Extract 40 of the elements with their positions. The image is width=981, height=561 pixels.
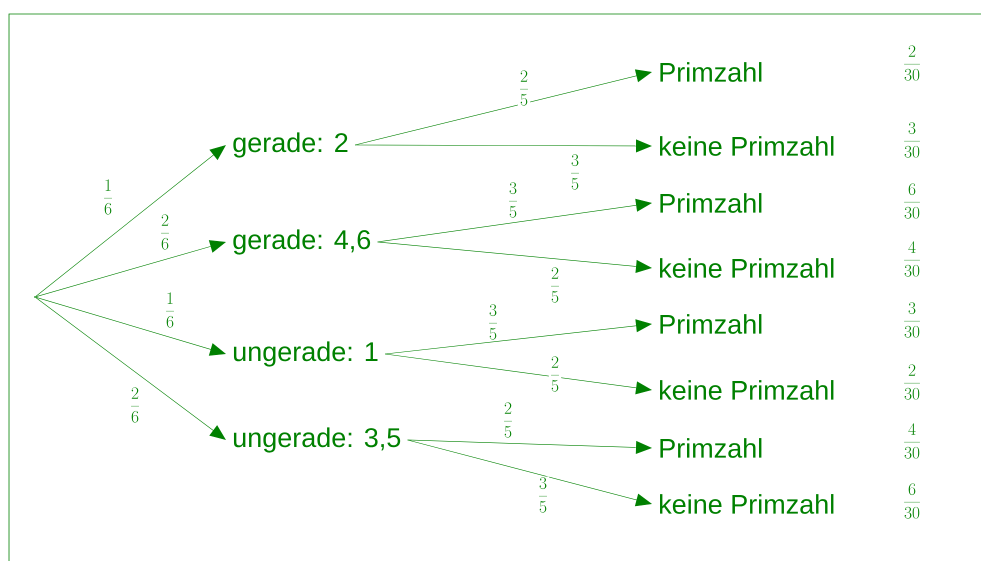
- outcome-label: gerade: 4,6: [233, 229, 370, 255]
- edge-label: $\frac{2}{5}$: [548, 266, 562, 304]
- edge-label: $\frac{2}{5}$: [548, 356, 562, 392]
- arrow: [354, 69, 652, 146]
- outcome-label: keine Primzahl: [660, 380, 834, 400]
- outcome-label: keine Primzahl: [660, 258, 834, 278]
- edge-label: $\frac{2}{5}$: [518, 70, 530, 106]
- arrow: [377, 198, 652, 242]
- probability-fraction: $\frac{2}{30}$: [904, 45, 920, 81]
- outcome-label: gerade: 2: [233, 132, 348, 158]
- outcome-label: ungerade: 3,5: [234, 427, 400, 453]
- edge-label: $\frac{3}{5}$: [486, 304, 500, 340]
- edge-label: $\frac{3}{5}$: [536, 476, 550, 514]
- probability-fraction: $\frac{4}{30}$: [904, 423, 920, 459]
- probability-fraction: $\frac{4}{30}$: [904, 241, 920, 277]
- outcome-label: keine Primzahl: [660, 136, 834, 156]
- edge-label: $\frac{3}{5}$: [568, 154, 582, 190]
- edge-label: $\frac{2}{5}$: [502, 402, 514, 438]
- outcome-label: Primzahl: [660, 438, 762, 458]
- arrow: [36, 240, 226, 297]
- arrow: [36, 297, 226, 440]
- outcome-label: keine Primzahl: [660, 494, 834, 514]
- arrow: [407, 440, 652, 506]
- edge-label: $\frac{3}{5}$: [506, 182, 520, 218]
- outcome-label: Primzahl: [660, 62, 762, 82]
- probability-fraction: $\frac{3}{30}$: [904, 302, 920, 338]
- probability-fraction: $\frac{2}{30}$: [904, 364, 920, 400]
- probability-fraction: $\frac{3}{30}$: [904, 122, 920, 158]
- probability-fraction: $\frac{6}{30}$: [904, 483, 920, 519]
- arrow: [36, 296, 226, 356]
- edge-label: $\frac{1}{6}$: [164, 292, 176, 328]
- edge-label: $\frac{2}{6}$: [128, 386, 142, 424]
- outcome-label: Primzahl: [660, 314, 762, 334]
- probability-fraction: $\frac{6}{30}$: [904, 183, 920, 219]
- edge-label: $\frac{2}{6}$: [158, 214, 172, 250]
- arrow: [384, 354, 652, 394]
- edge-label: $\frac{1}{6}$: [102, 178, 114, 216]
- arrow: [384, 319, 652, 354]
- outcome-label: Primzahl: [660, 193, 762, 213]
- outcome-label: ungerade: 1: [234, 341, 378, 367]
